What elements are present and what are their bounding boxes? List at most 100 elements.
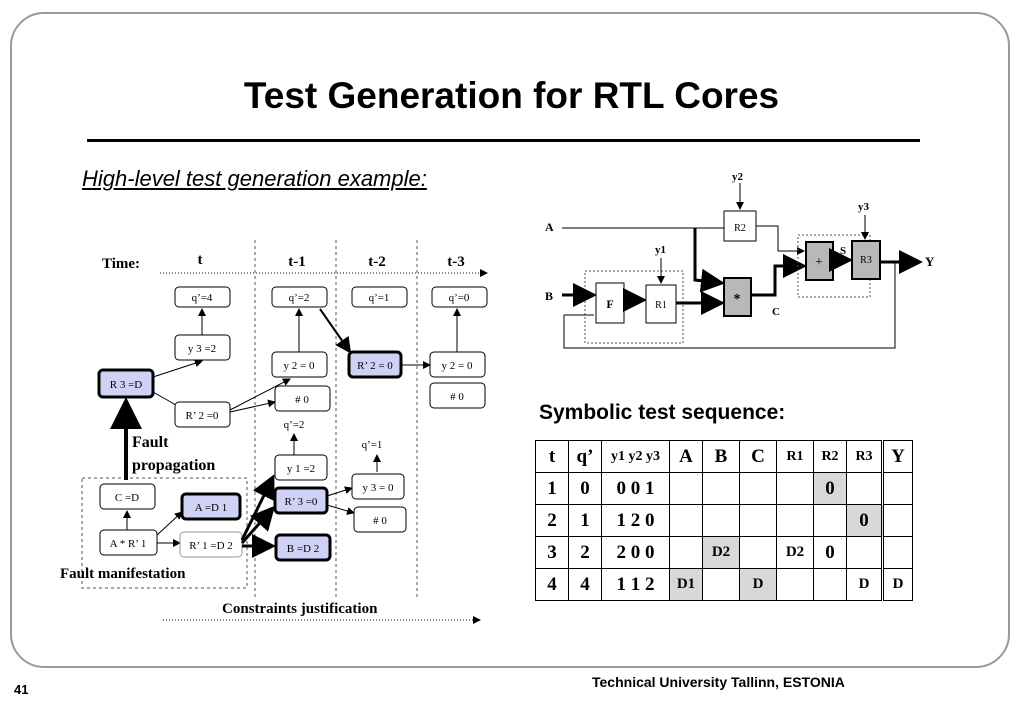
constraints-label: Constraints justification [222, 601, 378, 617]
cell [882, 536, 913, 569]
cell: 0 [568, 472, 602, 505]
time-label: Time: [102, 256, 140, 272]
block-add: + [815, 255, 823, 270]
cell [702, 568, 740, 601]
cell: D [739, 568, 777, 601]
reg-r2: R2 [734, 223, 746, 234]
cell [669, 504, 703, 537]
slide-title: Test Generation for RTL Cores [243, 75, 780, 116]
header-t: t [535, 440, 569, 473]
label-c: C [772, 306, 780, 318]
col-t3: t-3 [447, 254, 465, 270]
sequence-table: t q’ y1 y2 y3 A B C R1 R2 R3 Y 1 0 0 0 1… [535, 440, 913, 601]
label-s: S [840, 245, 846, 257]
cell [739, 504, 777, 537]
header-c: C [739, 440, 777, 473]
cell [882, 472, 913, 505]
node-q1: q’=1 [369, 292, 390, 304]
cell: 1 [568, 504, 602, 537]
table-header-row: t q’ y1 y2 y3 A B C R1 R2 R3 Y [535, 440, 913, 473]
node-hash0c: # 0 [373, 515, 387, 527]
cell [669, 536, 703, 569]
timeline-diagram: Time: t t-1 t-2 t-3 q’=4 q’=2 q’=1 q’=0 … [60, 240, 488, 624]
node-r1eqD: R’ 1 =D 2 [189, 540, 233, 552]
fault-propagation-2: propagation [132, 457, 215, 474]
cell [702, 504, 740, 537]
node-q2: q’=2 [289, 292, 310, 304]
cell [776, 504, 814, 537]
cell: 0 0 1 [601, 472, 670, 505]
header-a: A [669, 440, 703, 473]
cell [739, 472, 777, 505]
cell: 4 [568, 568, 602, 601]
header-r2: R2 [813, 440, 847, 473]
input-b: B [545, 289, 553, 303]
cell: D [882, 568, 913, 601]
header-r3: R3 [846, 440, 884, 473]
node-r3eqD: R 3 =D [110, 379, 143, 391]
node-aeqD: A =D 1 [195, 502, 227, 514]
title-rule [87, 139, 920, 142]
table-row: 3 2 2 0 0 D2 D2 0 [535, 536, 913, 569]
label-y1: y1 [655, 244, 666, 256]
header-q: q’ [568, 440, 602, 473]
footer-text: Technical University Tallinn, ESTONIA [592, 674, 845, 690]
cell: 1 2 0 [601, 504, 670, 537]
cell [846, 472, 884, 505]
slide-number: 41 [14, 682, 29, 697]
node-q1free: q’=1 [362, 439, 383, 451]
fault-manifestation: Fault manifestation [60, 566, 186, 582]
node-q0: q’=0 [449, 292, 470, 304]
reg-r1: R1 [655, 300, 667, 311]
cell [739, 536, 777, 569]
input-a: A [545, 220, 554, 234]
node-hash0b: # 0 [450, 391, 464, 403]
cell [702, 472, 740, 505]
node-y1eq2: y 1 =2 [287, 463, 315, 475]
cell [813, 568, 847, 601]
block-mult: * [734, 292, 741, 307]
cell [776, 568, 814, 601]
cell [846, 536, 884, 569]
node-y3eq0: y 3 = 0 [363, 482, 394, 494]
node-y3eq2: y 3 =2 [188, 343, 216, 355]
label-y2: y2 [732, 171, 744, 183]
cell: 1 1 2 [601, 568, 670, 601]
col-t1: t-1 [288, 254, 306, 270]
cell [813, 504, 847, 537]
node-y2eq0b: y 2 = 0 [442, 360, 473, 372]
cell [669, 472, 703, 505]
col-t2: t-2 [368, 254, 386, 270]
node-r3eq0: R’ 3 =0 [285, 496, 318, 508]
slide-subtitle: High-level test generation example: [82, 166, 427, 191]
label-y3: y3 [858, 201, 870, 213]
cell: D [846, 568, 884, 601]
header-y: y1 y2 y3 [601, 440, 670, 473]
cell: D1 [669, 568, 703, 601]
node-ceqD: C =D [115, 492, 139, 504]
table-row: 1 0 0 0 1 0 [535, 472, 913, 505]
header-y-out: Y [882, 440, 913, 473]
cell: D2 [776, 536, 814, 569]
cell: 3 [535, 536, 569, 569]
cell: 0 [846, 504, 884, 537]
cell: 0 [813, 536, 847, 569]
reg-r3: R3 [860, 255, 872, 266]
node-y2eq0a: y 2 = 0 [284, 360, 315, 372]
cell: 1 [535, 472, 569, 505]
table-row: 4 4 1 1 2 D1 D D D [535, 568, 913, 601]
cell [882, 504, 913, 537]
node-amulr: A * R’ 1 [110, 538, 147, 550]
sequence-title: Symbolic test sequence: [539, 401, 786, 424]
cell: 2 0 0 [601, 536, 670, 569]
fault-propagation-1: Fault [132, 434, 169, 451]
node-r2eq0: R’ 2 = 0 [357, 360, 393, 372]
cell: 4 [535, 568, 569, 601]
cell [776, 472, 814, 505]
header-b: B [702, 440, 740, 473]
cell: 2 [568, 536, 602, 569]
table-row: 2 1 1 2 0 0 [535, 504, 913, 537]
cell: 0 [813, 472, 847, 505]
node-q4: q’=4 [192, 292, 213, 304]
block-f: F [606, 297, 613, 311]
